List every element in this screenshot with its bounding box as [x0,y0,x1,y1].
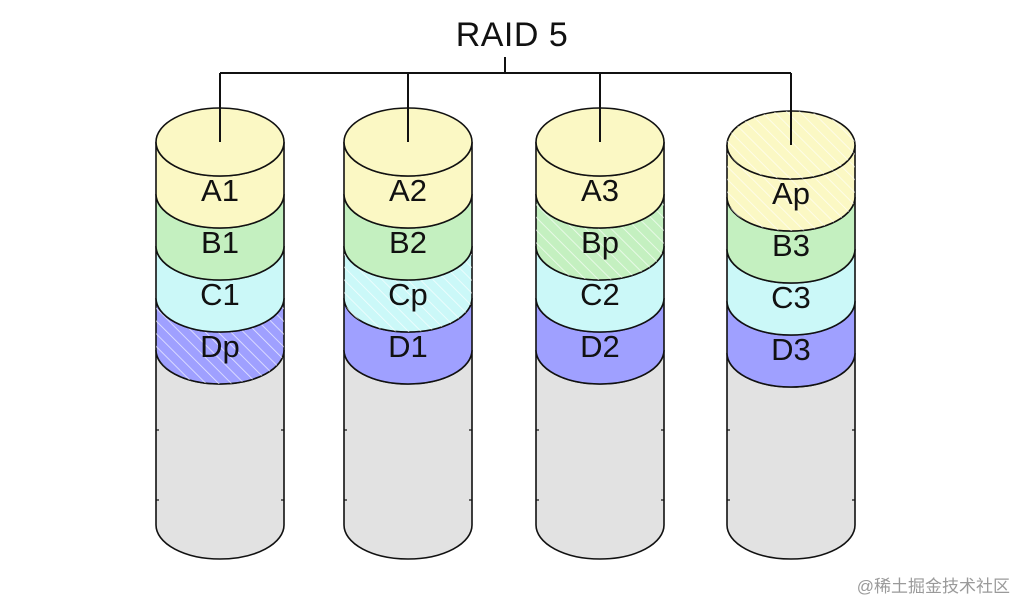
parity-hatch [536,194,664,280]
data-block-label: A2 [389,173,427,208]
parity-hatch [727,145,855,231]
diagram-title: RAID 5 [455,16,569,54]
data-block-label: C1 [200,277,240,312]
data-block-label: B2 [389,225,427,260]
parity-block-label: Cp [388,277,428,312]
watermark: @稀土掘金技术社区 [856,577,1010,596]
data-block-label: D2 [580,329,620,364]
data-block-label: B1 [201,225,239,260]
parity-block-label: Dp [200,329,240,364]
data-block-label: C2 [580,277,620,312]
parity-block-label: Bp [581,225,619,260]
data-block-label: B3 [772,228,810,263]
data-block-label: D1 [388,329,428,364]
parity-hatch [156,298,284,384]
controller-connector [219,57,792,145]
data-block-label: D3 [771,332,811,367]
parity-block-label: Ap [772,176,810,211]
data-block-label: A3 [581,173,619,208]
data-block-label: A1 [201,173,239,208]
data-block-label: C3 [771,280,811,315]
parity-hatch [344,246,472,332]
